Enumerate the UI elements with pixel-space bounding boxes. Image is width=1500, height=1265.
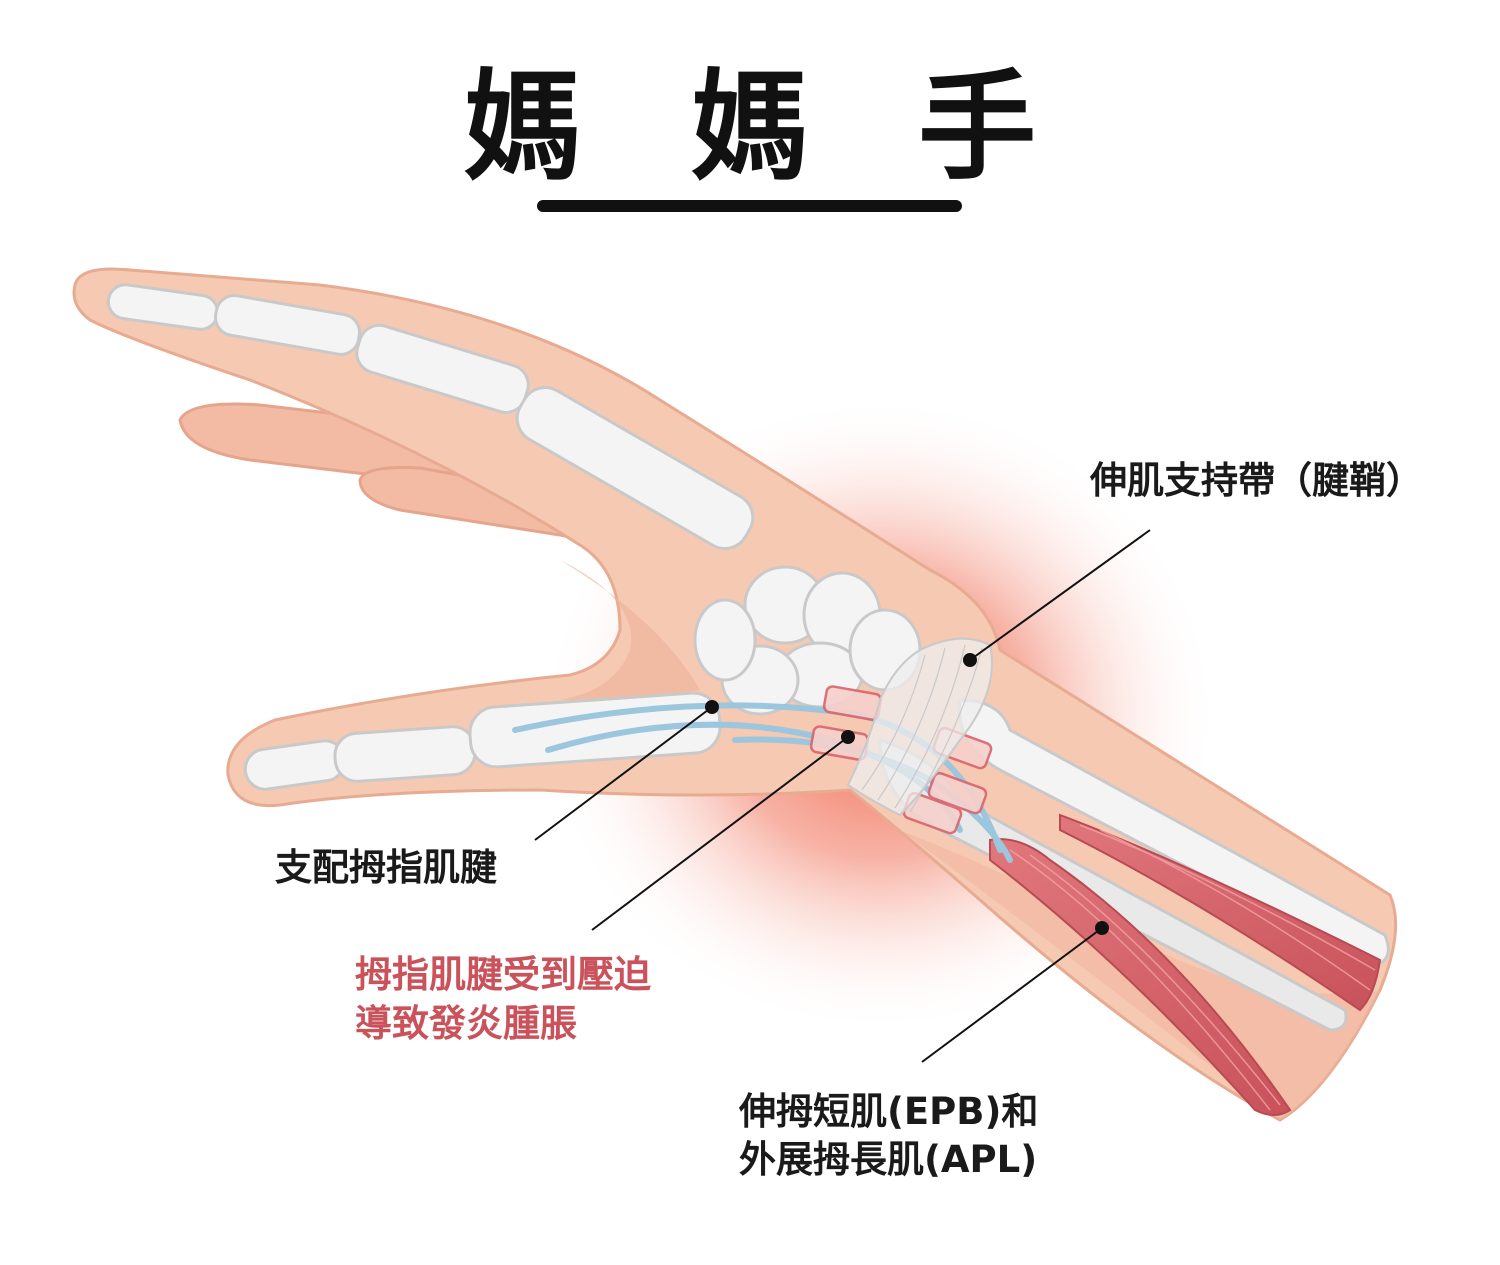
page-title: 媽 媽 手: [463, 58, 1071, 196]
leader-lines: [534, 529, 1151, 1063]
palm-shade: [560, 560, 700, 700]
thumb-bones: [243, 691, 722, 791]
label-muscles-line1: 伸拇短肌(EPB)和: [739, 1090, 1039, 1133]
index-finger-bones: [106, 283, 755, 550]
label-compression-line2: 導致發炎腫脹: [355, 1002, 577, 1045]
leader-dot-icon-muscle: [1095, 921, 1109, 935]
epb-apl-muscle: [989, 838, 1292, 1116]
label-compression-line1: 拇指肌腱受到壓迫: [355, 953, 651, 996]
label-retinaculum: 伸肌支持帶（腱鞘）: [1090, 459, 1423, 502]
retinaculum-fibers: [861, 644, 983, 813]
leader-dot-icon-tendon: [705, 700, 719, 714]
title-underline: [537, 200, 962, 212]
leader-dot-icon-compression: [841, 730, 855, 744]
label-thumb-tendon: 支配拇指肌腱: [275, 846, 497, 889]
leader-dot-icons: [705, 653, 1109, 935]
muscle-fibers: [1009, 824, 1376, 1111]
leader-dot-icon-retinaculum: [963, 653, 977, 667]
label-muscles-line2: 外展拇長肌(APL): [739, 1138, 1038, 1181]
extensor-muscle: [1059, 813, 1382, 1012]
